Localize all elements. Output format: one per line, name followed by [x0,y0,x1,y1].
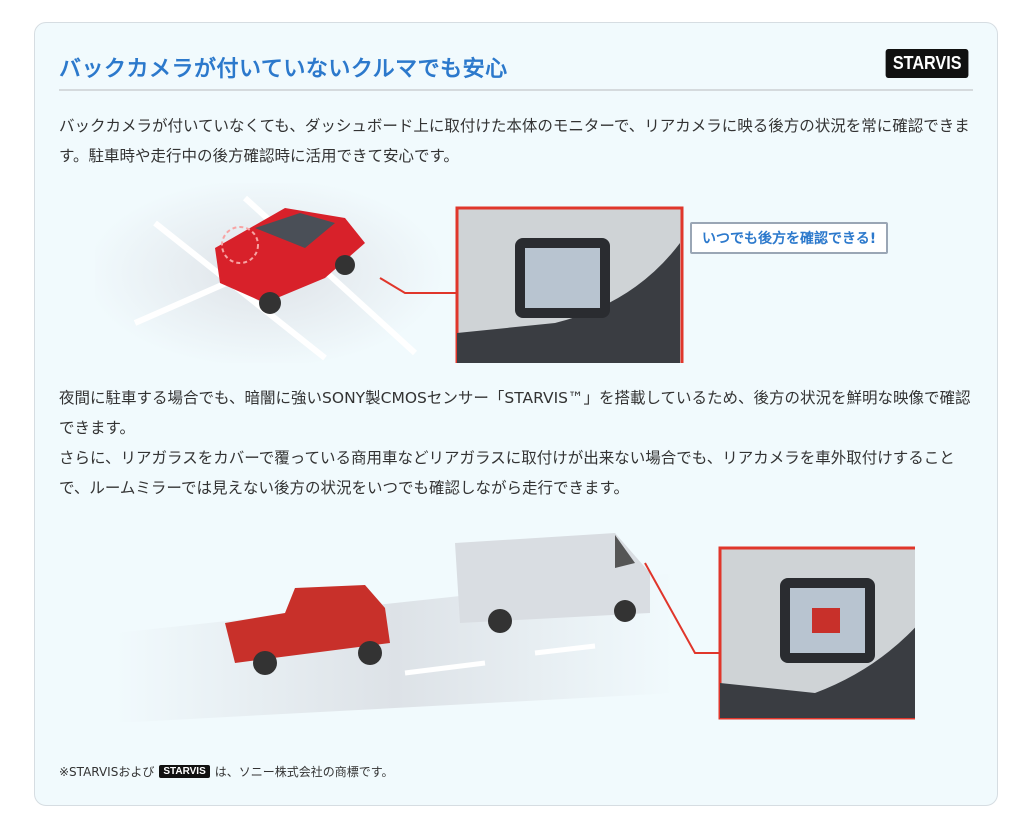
driving-illustration [115,533,915,723]
red-pickup-icon [225,585,390,675]
white-van-icon [455,533,650,633]
night-text: 夜間に駐車する場合でも、暗闇に強いSONY製CMOSセンサー「STARVIS™」… [59,389,971,437]
callout-bubble: いつでも後方を確認できる! [690,222,889,254]
parking-illustration [95,183,725,363]
intro-paragraph: バックカメラが付いていなくても、ダッシュボード上に取付けた本体のモニターで、リア… [59,117,970,165]
night-paragraph: 夜間に駐車する場合でも、暗闇に強いSONY製CMOSセンサー「STARVIS™」… [59,383,979,503]
starvis-mini-logo: STARVIS [159,765,210,778]
trademark-footnote: ※STARVISおよび STARVIS は、ソニー株式会社の商標です。 [59,763,394,780]
feature-card: バックカメラが付いていないクルマでも安心 STARVIS バックカメラが付いてい… [34,22,998,806]
divider [59,89,973,91]
footnote-prefix: ※STARVISおよび [59,765,155,779]
commercial-text: さらに、リアガラスをカバーで覆っている商用車などリアガラスに取付けが出来ない場合… [59,449,955,497]
red-car-icon [215,208,365,314]
footnote-suffix: は、ソニー株式会社の商標です。 [214,765,394,779]
callout-text: いつでも後方を確認できる! [702,231,877,247]
section-title: バックカメラが付いていないクルマでも安心 [59,57,508,82]
starvis-logo: STARVIS [885,49,969,78]
